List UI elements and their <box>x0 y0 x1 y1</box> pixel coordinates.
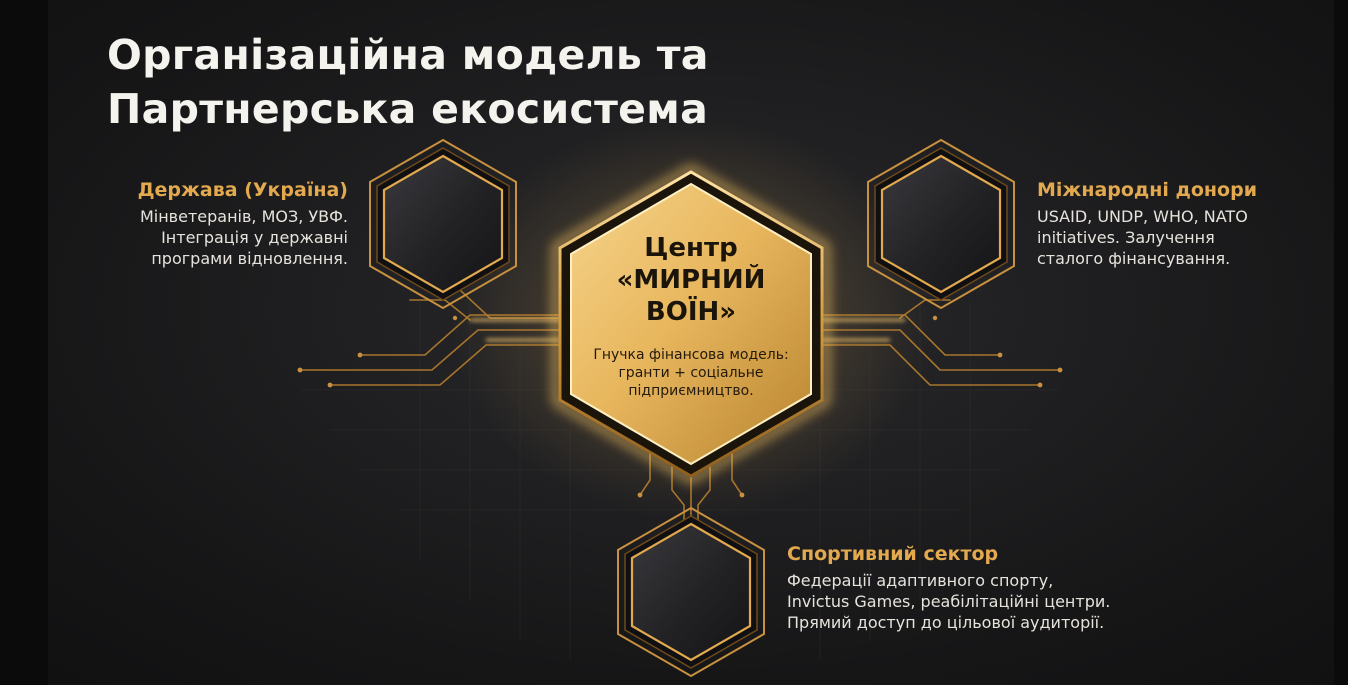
center-desc-line-3: підприємництво. <box>628 383 754 399</box>
sport-node-label: Спортивний сектор Федерації адаптивного … <box>787 542 1187 633</box>
donors-node-label: Міжнародні донори USAID, UNDP, WHO, NATO… <box>1037 178 1297 269</box>
circuit-right-glow <box>820 318 905 342</box>
donors-line-3: сталого фінансування. <box>1037 249 1231 268</box>
circuit-dots <box>297 315 1063 498</box>
sport-line-1: Федерації адаптивного спорту, <box>787 571 1054 590</box>
state-line-3: програми відновлення. <box>151 249 348 268</box>
donors-description: USAID, UNDP, WHO, NATO initiatives. Залу… <box>1037 206 1297 269</box>
center-title-line-3: ВОЇН» <box>645 297 737 327</box>
center-node-text: Центр «МИРНИЙ ВОЇН» Гнучка фінансова мод… <box>572 232 810 400</box>
donors-line-2: initiatives. Залучення <box>1037 228 1215 247</box>
hexagon-state <box>369 138 517 310</box>
circuit-left <box>299 289 561 386</box>
title-line-1: Організаційна модель та <box>107 31 709 79</box>
state-line-1: Мінветеранів, МОЗ, УВФ. <box>139 207 348 226</box>
center-desc-line-1: Гнучка фінансова модель: <box>593 347 789 363</box>
center-node-description: Гнучка фінансова модель: гранти + соціал… <box>572 346 810 400</box>
state-heading: Держава (Україна) <box>137 179 348 201</box>
circuit-left-glow <box>470 318 560 342</box>
page-title: Організаційна модель та Партнерська екос… <box>107 28 709 136</box>
state-description: Мінветеранів, МОЗ, УВФ. Інтеграція у дер… <box>100 206 348 269</box>
right-edge-strip <box>1334 0 1348 685</box>
donors-heading: Міжнародні донори <box>1037 179 1258 201</box>
sport-line-2: Invictus Games, реабілітаційні центри. <box>787 592 1111 611</box>
sport-line-3: Прямий доступ до цільової аудиторії. <box>787 613 1105 632</box>
left-edge-strip <box>0 0 48 685</box>
center-node-title: Центр «МИРНИЙ ВОЇН» <box>572 232 810 328</box>
center-title-line-2: «МИРНИЙ <box>616 265 766 295</box>
donors-line-1: USAID, UNDP, WHO, NATO <box>1037 207 1248 226</box>
center-title-line-1: Центр <box>644 233 738 263</box>
hexagon-donors <box>867 138 1015 310</box>
state-line-2: Інтеграція у державні <box>161 228 348 247</box>
state-node-label: Держава (Україна) Мінветеранів, МОЗ, УВФ… <box>100 178 348 269</box>
sport-heading: Спортивний сектор <box>787 543 999 565</box>
hexagon-center <box>553 164 829 484</box>
center-desc-line-2: гранти + соціальне <box>618 365 764 381</box>
title-line-2: Партнерська екосистема <box>107 85 709 133</box>
hexagon-sport <box>617 506 765 678</box>
circuit-right <box>819 299 1061 386</box>
sport-description: Федерації адаптивного спорту, Invictus G… <box>787 570 1187 633</box>
